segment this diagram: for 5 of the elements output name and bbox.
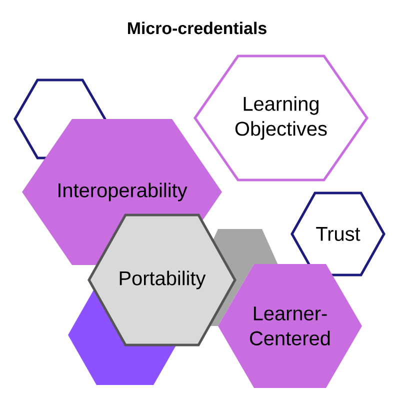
title: Micro-credentials [128, 22, 266, 34]
hexagon-box: Trust [290, 192, 386, 276]
hexagon-box: Portability [88, 214, 236, 346]
hexagon-box: Learner-Centered [218, 264, 362, 388]
hexagon [68, 290, 176, 385]
